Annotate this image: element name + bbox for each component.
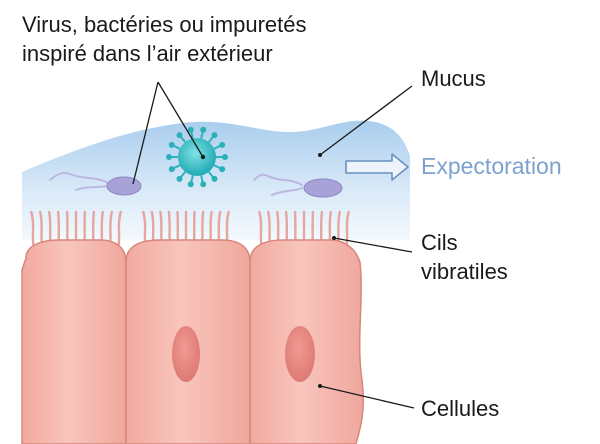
- cell-nucleus: [172, 326, 200, 382]
- virus-icon: [166, 126, 228, 188]
- bacteria-icon: [49, 171, 142, 196]
- virus-spike-tip: [168, 141, 175, 148]
- virus-spike-tip: [219, 141, 226, 148]
- label-cilia-line2: vibratiles: [421, 259, 508, 284]
- pointer-lines: [132, 81, 415, 409]
- virus-spike-tip: [211, 175, 218, 182]
- label-cilia-line1: Cils: [421, 230, 458, 255]
- pointer-line-mucus: [319, 85, 413, 156]
- label-virus: Virus, bactéries ou impuretés inspiré da…: [22, 10, 307, 68]
- cell-row: [21, 239, 365, 444]
- virus-spike-tip: [200, 126, 207, 133]
- pointer-line-cilia: [333, 237, 413, 253]
- virus-spike-tip: [187, 181, 194, 188]
- virus-body: [178, 138, 216, 176]
- pointer-line-virus: [157, 81, 204, 158]
- virus-spike-tip: [219, 166, 226, 173]
- label-cells: Cellules: [421, 396, 500, 421]
- label-mucus: Mucus: [421, 66, 486, 91]
- pointer-line-bacteria: [132, 81, 159, 185]
- label-virus-line1: Virus, bactéries ou impuretés: [22, 12, 307, 37]
- virus-spike-tip: [176, 175, 183, 182]
- virus-spike-tip: [200, 181, 207, 188]
- virus-spike-tip: [222, 154, 228, 160]
- pointer-line-cells: [319, 385, 415, 409]
- label-virus-line2: inspiré dans l’air extérieur: [22, 41, 273, 66]
- label-expectoration: Expectoration: [421, 153, 562, 179]
- cell-left: [21, 239, 127, 444]
- expectoration-arrow-icon: [345, 153, 409, 181]
- virus-spike-tip: [176, 132, 183, 139]
- virus-spike-tip: [166, 154, 172, 160]
- bacteria-icon: [253, 173, 343, 198]
- virus-spike-tip: [168, 166, 175, 173]
- virus-spike-tip: [187, 126, 194, 133]
- label-cilia: Cils vibratiles: [421, 228, 508, 286]
- virus-spike-tip: [211, 132, 218, 139]
- cell-nucleus: [285, 326, 315, 382]
